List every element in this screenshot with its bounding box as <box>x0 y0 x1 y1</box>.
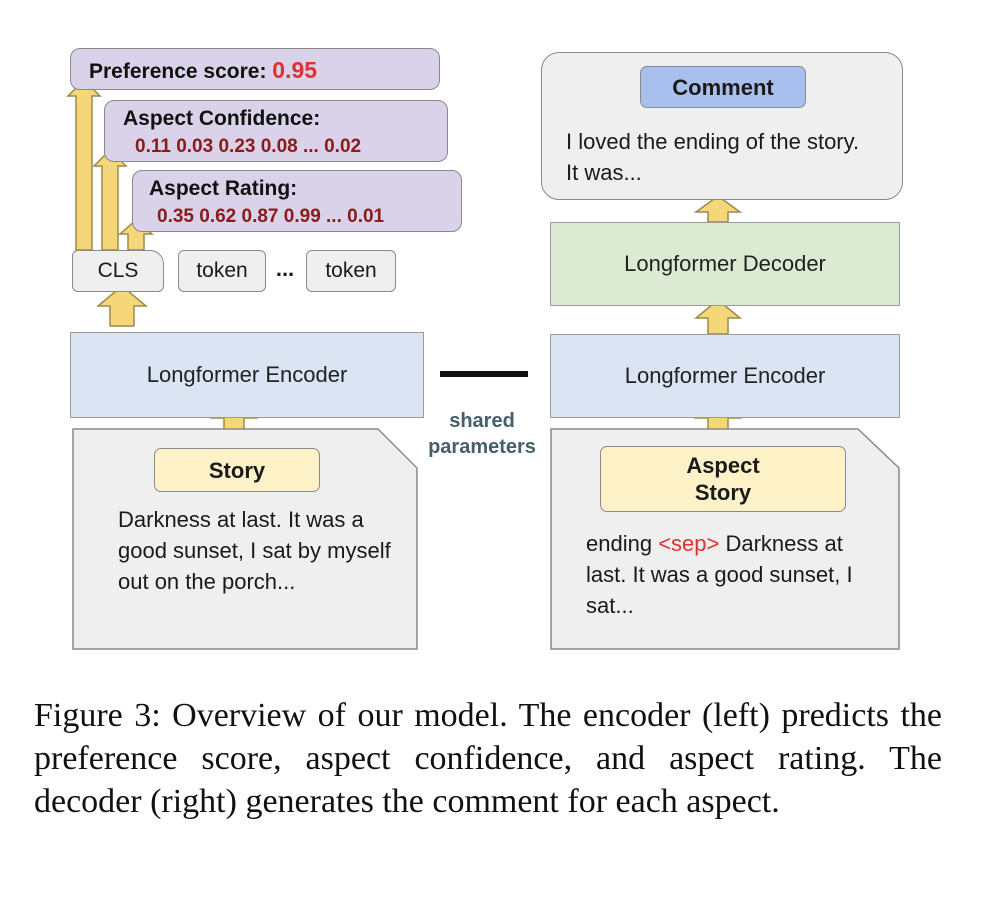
preference-score-value: 0.95 <box>272 57 318 83</box>
preference-score-box: Preference score: 0.95 <box>70 48 440 90</box>
arrow-encoder-to-cls <box>95 285 149 327</box>
longformer-decoder: Longformer Decoder <box>550 222 900 306</box>
longformer-encoder-right: Longformer Encoder <box>550 334 900 418</box>
aspect-chip-line1: Aspect <box>686 453 760 478</box>
story-chip-left: Story <box>154 448 320 492</box>
figure-caption: Figure 3: Overview of our model. The enc… <box>34 697 942 820</box>
aspect-text-after: Darkness at last. It was a good sunset, … <box>586 531 853 618</box>
aspect-confidence-values: 0.11 0.03 0.23 0.08 ... 0.02 <box>135 136 362 157</box>
comment-text: I loved the ending of the story. It was.… <box>566 129 860 185</box>
aspect-rating-values: 0.35 0.62 0.87 0.99 ... 0.01 <box>157 206 385 227</box>
figure: Preference score: 0.95 Aspect Confidence… <box>66 48 903 650</box>
aspect-story-text: ending <sep> Darkness at last. It was a … <box>586 528 876 621</box>
shared-parameters-label: shared parameters <box>404 408 560 460</box>
token-1: token <box>178 250 266 292</box>
aspect-rating-box: Aspect Rating: 0.35 0.62 0.87 0.99 ... 0… <box>132 170 462 232</box>
story-text-left: Darkness at last. It was a good sunset, … <box>118 507 391 594</box>
arrow-encoder-to-decoder <box>693 299 743 335</box>
preference-score-label: Preference score: <box>89 60 267 83</box>
arrow-decoder-to-comment <box>693 195 743 223</box>
token-ellipsis: ... <box>275 256 295 281</box>
aspect-confidence-box: Aspect Confidence: 0.11 0.03 0.23 0.08 .… <box>104 100 448 162</box>
aspect-rating-label: Aspect Rating: <box>149 177 298 200</box>
sep-token: <sep> <box>658 531 720 556</box>
aspect-confidence-label: Aspect Confidence: <box>123 107 321 130</box>
arrow-to-confidence <box>92 148 128 251</box>
aspect-story-chip: Aspect Story <box>600 446 846 512</box>
shared-line2: parameters <box>428 436 536 458</box>
token-2: token <box>306 250 396 292</box>
longformer-encoder-left: Longformer Encoder <box>70 332 424 418</box>
flow-arrows <box>66 78 743 433</box>
comment-chip: Comment <box>640 66 806 108</box>
shared-line1: shared <box>449 410 515 432</box>
aspect-text-before: ending <box>586 531 659 556</box>
aspect-chip-line2: Story <box>694 480 752 505</box>
cls-token: CLS <box>72 250 164 292</box>
